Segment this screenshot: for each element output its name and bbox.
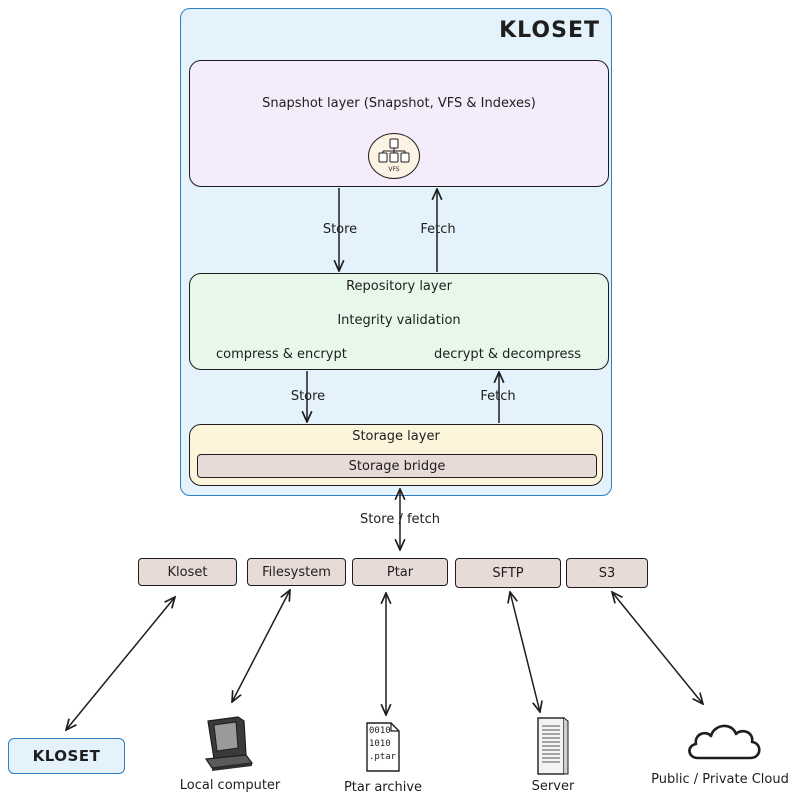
backend-kloset: Kloset: [138, 558, 237, 586]
backend-filesystem: Filesystem: [247, 558, 346, 586]
backend-s3: S3: [566, 558, 648, 588]
snapshot-store-label: Store: [322, 221, 358, 237]
server-label: Server: [531, 779, 575, 794]
sftp-link-arrow: [510, 592, 540, 712]
archive-line-3: .ptar: [369, 752, 397, 762]
integrity-validation-label: Integrity validation: [337, 313, 461, 328]
repository-layer: [189, 273, 609, 370]
archive-file-icon: [363, 720, 403, 774]
storage-layer-label: Storage layer: [352, 429, 440, 444]
cloud-icon: [684, 718, 764, 764]
backend-ptar: Ptar: [352, 558, 448, 586]
server-icon: [535, 716, 571, 776]
ptar-archive-label: Ptar archive: [343, 780, 423, 795]
local-computer-label: Local computer: [179, 778, 281, 793]
snapshot-layer-label: Snapshot layer (Snapshot, VFS & Indexes): [262, 96, 536, 111]
kloset-link-arrow: [66, 597, 175, 730]
snapshot-fetch-label: Fetch: [420, 221, 456, 237]
archive-line-2: 1010: [369, 739, 391, 749]
target-kloset: KLOSET: [8, 738, 125, 774]
repository-layer-label: Repository layer: [346, 279, 452, 294]
repo-fetch-label: Fetch: [480, 388, 516, 404]
cloud-label: Public / Private Cloud: [651, 772, 789, 787]
compress-encrypt-label: compress & encrypt: [216, 347, 347, 362]
kloset-title: KLOSET: [499, 18, 600, 43]
filesystem-link-arrow: [232, 590, 290, 702]
vfs-icon-label: VFS: [388, 165, 400, 173]
repo-store-label: Store: [290, 388, 326, 404]
computer-icon: [200, 715, 256, 773]
vfs-tree-icon: [368, 133, 420, 179]
archive-file-lines: 0010 1010 .ptar: [369, 725, 396, 764]
decrypt-decompress-label: decrypt & decompress: [434, 347, 582, 362]
archive-line-1: 0010: [369, 726, 391, 736]
s3-link-arrow: [612, 592, 703, 704]
backend-sftp: SFTP: [455, 558, 561, 588]
storage-bridge: Storage bridge: [197, 454, 597, 478]
